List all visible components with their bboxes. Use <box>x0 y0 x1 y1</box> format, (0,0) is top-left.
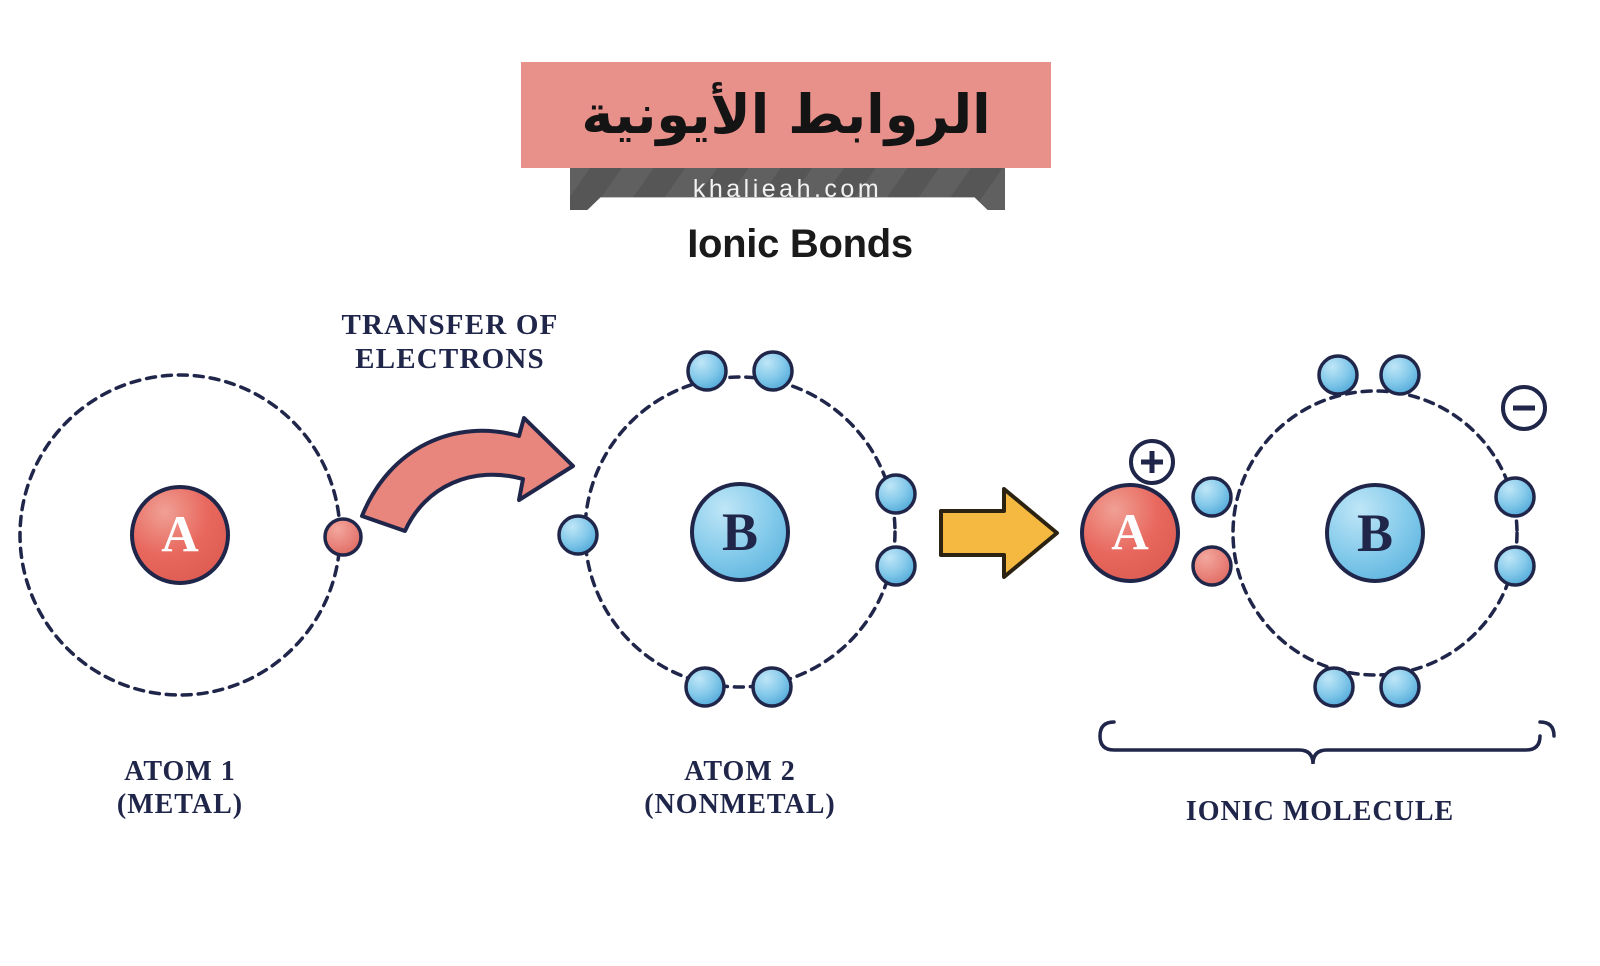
anion-electron <box>1379 354 1421 396</box>
atom-2-group: B <box>557 350 917 708</box>
transferred-electron <box>1191 545 1233 587</box>
atom-2-electron <box>751 666 793 708</box>
cation-nucleus <box>1080 483 1180 583</box>
anion-orbit <box>1231 389 1519 677</box>
transfer-label-line1: TRANSFER OF <box>341 309 559 341</box>
result-arrow <box>939 487 1059 579</box>
plus-charge-badge <box>1129 439 1175 485</box>
minus-charge-badge <box>1501 385 1547 431</box>
atom-1-group: A <box>18 373 363 697</box>
atom-2-electron <box>686 350 728 392</box>
atom-2-electron <box>875 545 917 587</box>
atom-1-label-line1: ATOM 1 <box>124 756 236 787</box>
atom-2-label-line2: (NONMETAL) <box>644 789 836 821</box>
page-subtitle: Ionic Bonds <box>687 222 913 266</box>
atom-1-label: ATOM 1 (METAL) <box>20 755 340 821</box>
transfer-label: TRANSFER OF ELECTRONS <box>280 308 620 376</box>
ionic-molecule-label: IONIC MOLECULE <box>1185 796 1455 827</box>
anion-nucleus <box>1325 483 1425 583</box>
anion-electron <box>1379 666 1421 708</box>
atom-2-electron <box>875 473 917 515</box>
atom-2-label: ATOM 2 (NONMETAL) <box>580 755 900 821</box>
transfer-arrow-shape <box>360 416 575 533</box>
electron-transfer-arrow <box>360 416 575 533</box>
atom-1-valence-electron <box>323 517 363 557</box>
atom-1-symbol: A <box>161 507 199 564</box>
anion-electron <box>1317 354 1359 396</box>
atom-2-nucleus <box>690 482 790 582</box>
atom-2-electron <box>684 666 726 708</box>
page-title-arabic: الروابط الأيونية <box>581 83 991 146</box>
result-arrow-shape <box>939 487 1059 579</box>
anion-electron <box>1494 476 1536 518</box>
atom-2-symbol: B <box>722 502 758 562</box>
atom-2-label-line1: ATOM 2 <box>684 756 796 787</box>
molecule-brace <box>1098 720 1556 765</box>
title-band: الروابط الأيونية <box>521 62 1051 168</box>
atom-2-electron <box>752 350 794 392</box>
anion-electron <box>1191 476 1233 518</box>
anion-electron <box>1494 545 1536 587</box>
atom-1-label-line2: (METAL) <box>116 789 244 821</box>
atom-1-nucleus <box>130 485 230 585</box>
anion-symbol: B <box>1357 503 1393 563</box>
ionic-molecule-group: A B <box>1080 354 1556 765</box>
anion-electron <box>1313 666 1355 708</box>
cation-symbol: A <box>1111 505 1149 562</box>
atom-2-electron <box>557 514 599 556</box>
transfer-label-line2: ELECTRONS <box>355 343 545 376</box>
